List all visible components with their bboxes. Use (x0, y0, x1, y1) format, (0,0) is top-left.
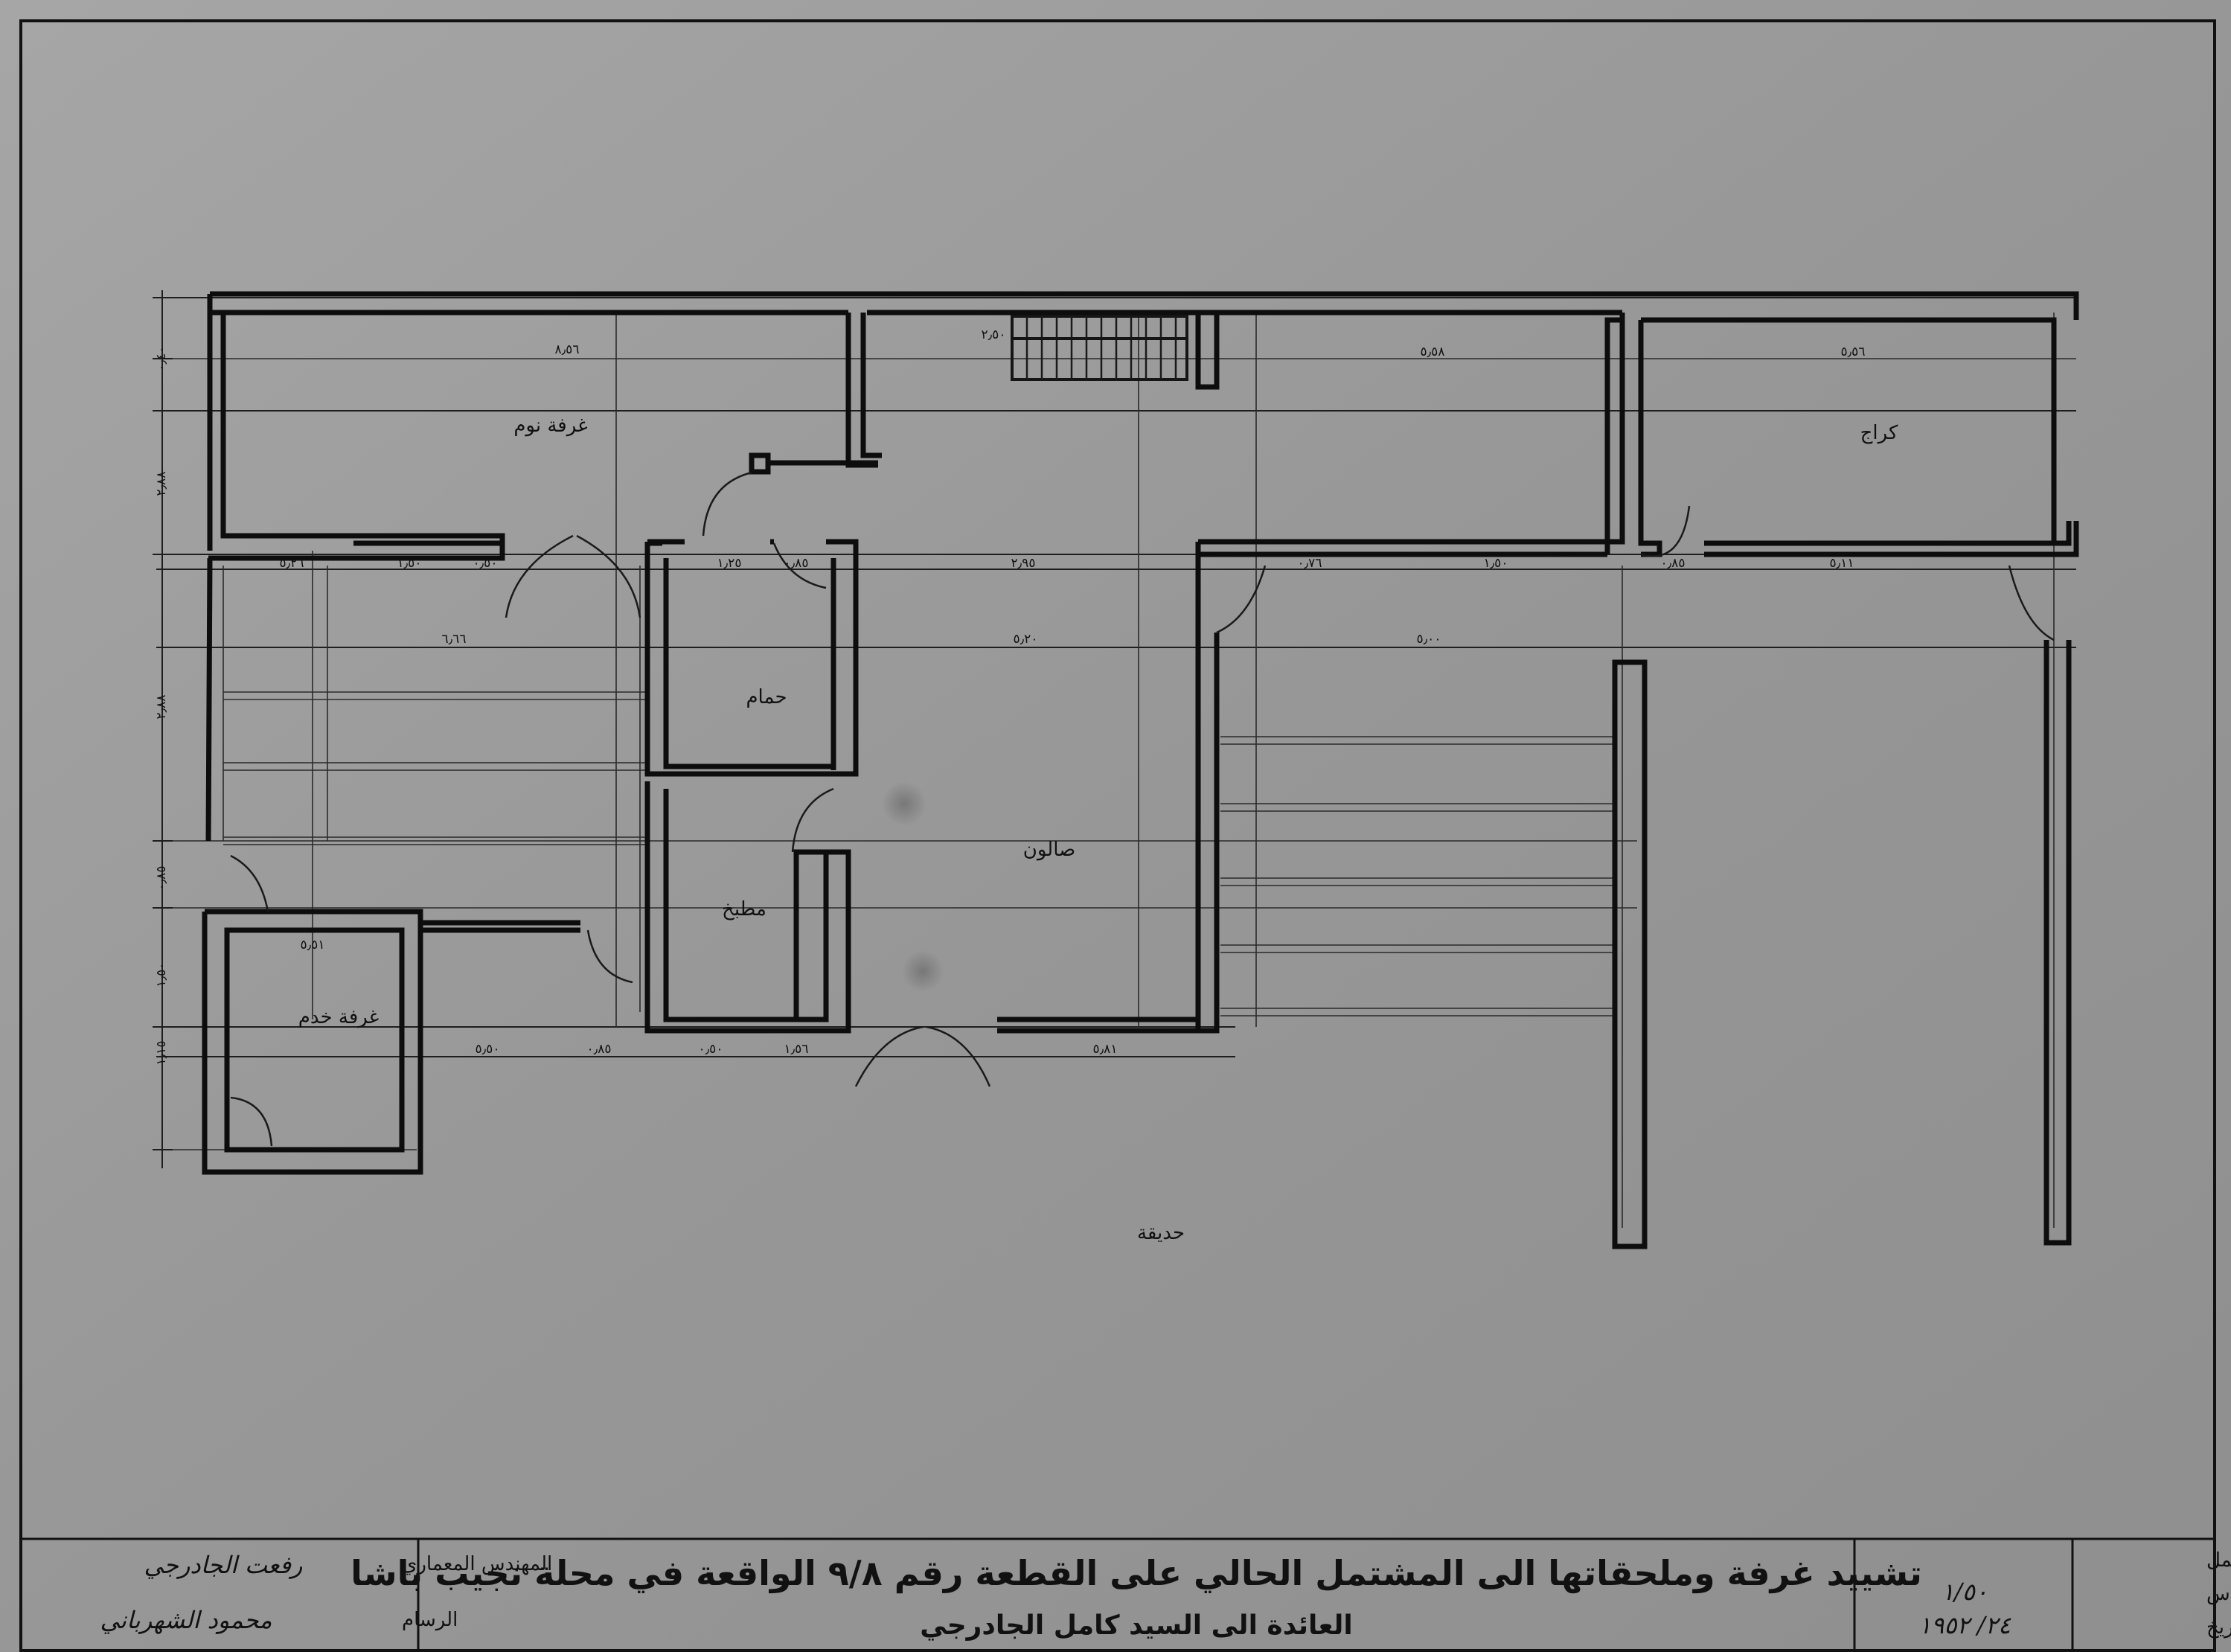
dim-label: ١٫٥٠ (397, 556, 422, 571)
room-label-bathroom: حمام (746, 686, 787, 708)
dim-label: ٢٫٨٨ (154, 695, 169, 720)
architect-label: المهندس المعماري (402, 1553, 552, 1575)
dim-label: ١٫٥٠ (154, 963, 169, 987)
dim-label: ٥٫٥١ (301, 938, 325, 953)
scale-label: المقياس (2206, 1583, 2231, 1605)
drawing-frame (19, 19, 2216, 1652)
title-block: المهندس المعماري رفعت الجادرجي الرسام مح… (21, 1537, 2231, 1651)
room-label-garden: حديقة (1137, 1222, 1185, 1244)
date-value: ٢٤/ ١٩٥٢ (1918, 1611, 2011, 1639)
dimension-labels: ٨٫٥٦ ٢٫٥٠ ٥٫٥٨ ٥٫٥٦ ٥٫٢٦ ١٫٥٠ ٠٫٥٠ ١٫٢٥ … (154, 327, 1865, 1065)
dim-label: ٥٫١١ (1830, 556, 1854, 571)
dim-label: ٥٫٥٨ (1421, 345, 1445, 359)
draftsman-label: الرسام (402, 1609, 458, 1631)
dim-label: ١٫٥٠ (1484, 556, 1508, 571)
dim-label: ٥٫٥٠ (476, 1042, 500, 1057)
left-ticks (153, 297, 173, 1150)
drawing-title: تشييد غرفة وملحقاتها الى المشتمل الحالي … (351, 1553, 1922, 1593)
dim-label: ٠٫٥٠ (699, 1042, 723, 1057)
stain (882, 781, 926, 826)
architect-name: رفعت الجادرجي (144, 1551, 304, 1579)
dim-label: ٠٫٨٥ (1661, 556, 1686, 571)
dim-label: ١٫٢٥ (717, 556, 742, 571)
dim-label: ٢٫٥٠ (982, 327, 1006, 342)
dim-label: ٦٫٦٦ (442, 632, 467, 647)
walls (202, 291, 2079, 1249)
dim-label: ٥٫٢٦ (280, 556, 304, 571)
room-label-salon: صالون (1023, 839, 1075, 861)
job-no-label: رقم العمل (2206, 1549, 2231, 1572)
room-label-garage: كراج (1860, 422, 1898, 444)
dim-label: ٥٫٨١ (1093, 1042, 1118, 1057)
staircase (1011, 315, 1188, 381)
dim-label: ٠٫٨٥ (154, 866, 169, 891)
dim-label: ٢٫٨٨ (154, 472, 169, 496)
dim-label: ٠٫٤٠ (154, 347, 169, 371)
dim-label: ٥٫٢٠ (1014, 632, 1038, 647)
scale-value: ١/٥٠ (1942, 1578, 1988, 1606)
dim-label: ٢٫٩٥ (1011, 556, 1036, 571)
dim-label: ٠٫٧٦ (1298, 556, 1322, 571)
dim-label: ٠٫٨٥ (587, 1042, 612, 1057)
room-labels: غرفة نوم كراج حمام مطبخ صالون غرفة خدم ح… (298, 414, 1898, 1244)
dim-label: ١٫١٥ (154, 1041, 169, 1066)
dim-label: ٥٫٥٦ (1841, 345, 1866, 359)
dim-label: ٠٫٨٥ (784, 556, 809, 571)
date-label: التاريخ (2206, 1616, 2231, 1639)
drawing-subtitle: العائدة الى السيد كامل الجادرجي (920, 1610, 1352, 1641)
dim-label: ٠٫٥٠ (473, 556, 498, 571)
doors (230, 471, 2055, 1147)
room-label-kitchen: مطبخ (722, 898, 766, 921)
room-label-servant-room: غرفة خدم (298, 1006, 379, 1028)
draftsman-name: محمود الشهرباني (100, 1606, 272, 1634)
stain (902, 950, 944, 992)
dim-label: ٨٫٥٦ (555, 342, 580, 357)
dim-label: ٥٫٠٠ (1417, 632, 1441, 647)
dim-label: ١٫٥٦ (784, 1042, 809, 1057)
room-label-bedroom: غرفة نوم (513, 414, 587, 437)
